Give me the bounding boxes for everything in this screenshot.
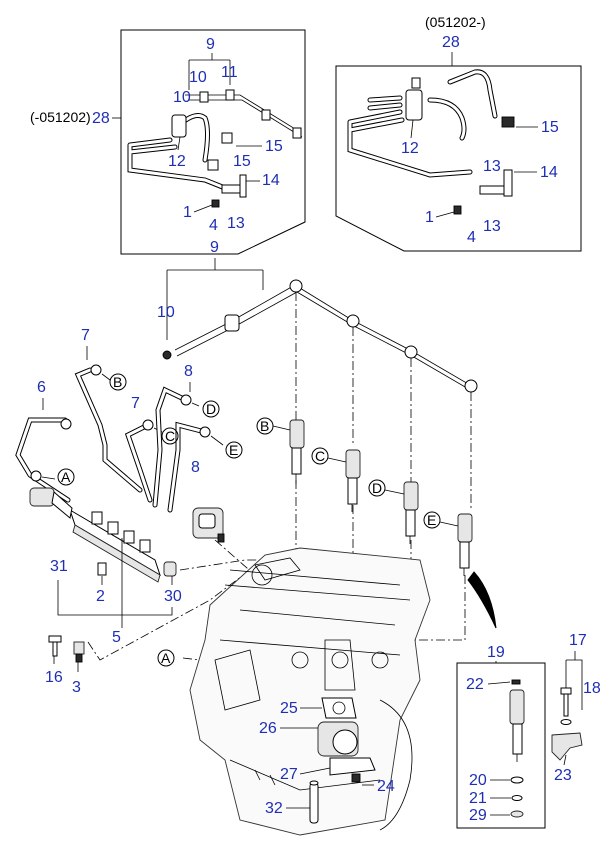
callout-13-left: 13 [227,215,245,232]
callout-10-left-b: 10 [173,89,191,106]
callout-22: 22 [466,676,484,693]
callout-13-right-b: 13 [483,218,501,235]
callout-15-left: 15 [265,138,283,155]
return-hose-assembly-left [127,89,303,208]
callout-14-left: 14 [262,172,280,189]
callout-15-left-b: 15 [233,153,251,170]
callout-10-main: 10 [157,304,175,321]
callout-4-left: 4 [209,217,218,234]
connector-a-rail: A [61,469,71,485]
callout-7-b: 7 [131,395,140,412]
callout-8-a: 8 [184,363,193,380]
callout-12-right: 12 [401,140,419,157]
callout-9-main: 9 [210,239,219,256]
box-caption-right: (051202-) [425,14,486,30]
callout-7-a: 7 [81,327,90,344]
callout-27: 27 [280,766,298,783]
connector-c-pipe: C [165,428,175,444]
callout-18: 18 [583,680,601,697]
callout-19: 19 [487,644,505,661]
callout-10-left-a: 10 [189,69,207,86]
callout-28-left: 28 [92,110,110,127]
connector-d-injector: D [372,480,382,496]
callout-23: 23 [554,767,572,784]
callout-30: 30 [164,588,182,605]
injectors [272,419,497,629]
connector-e-pipe: E [229,442,238,458]
common-rail: 31 2 30 5 [29,487,182,646]
callout-16: 16 [45,669,63,686]
callout-25: 25 [280,700,298,717]
connector-e-injector: E [427,512,436,528]
throttle-body-assembly: 25 26 27 24 32 [259,697,395,824]
box-fuel-return-late: (051202-) 28 12 15 13 14 1 4 13 [335,14,582,252]
callout-11-left: 11 [221,64,238,81]
callout-12-left: 12 [168,153,186,170]
callout-24: 24 [377,778,395,795]
return-hose-assembly-right [347,69,515,215]
connector-a-engine: A [161,650,171,666]
connector-b-injector: B [260,418,269,434]
high-pressure-pipes: 7 6 7 8 8 [15,327,224,513]
injector-3 [384,481,419,544]
connector-c-injector: C [315,448,325,464]
callout-2: 2 [96,588,105,605]
injector-2 [327,449,361,512]
callout-14-right: 14 [540,164,558,181]
callout-5: 5 [112,629,121,646]
callout-32: 32 [265,800,283,817]
box-fuel-return-early: (-051202) 28 9 10 10 11 12 15 [30,29,306,255]
callout-13-right-a: 13 [483,158,501,175]
callout-1-right: 1 [425,209,434,226]
callout-4-right: 4 [467,229,476,246]
detail-arrow-icon [467,571,497,629]
callout-6: 6 [37,379,46,396]
callout-29: 29 [469,807,487,824]
callout-9-left: 9 [206,36,215,53]
connector-b-pipe: B [113,374,122,390]
callout-20: 20 [469,772,487,789]
box-caption-left: (-051202) [30,109,91,125]
fuel-return-hose-main: 9 10 [157,239,478,393]
injector-1 [272,419,305,484]
callout-8-b: 8 [191,459,200,476]
callout-26: 26 [259,720,277,737]
callout-17: 17 [569,632,587,649]
actuator-module [192,507,225,543]
callout-1-left: 1 [183,204,192,221]
box-injector-detail: 19 22 20 21 29 [456,644,546,829]
injector-4 [439,513,473,576]
callout-21: 21 [469,790,487,807]
callout-28-right: 28 [442,34,460,51]
injector-clamp-hardware: 17 18 23 [551,632,601,784]
callout-15-right: 15 [541,119,559,136]
callout-31: 31 [50,558,68,575]
connector-markers: A B C D E B C D E A [57,373,441,667]
connector-d-pipe: D [206,401,216,417]
bolt-and-bracket: 16 3 [45,635,85,696]
callout-3: 3 [72,679,81,696]
